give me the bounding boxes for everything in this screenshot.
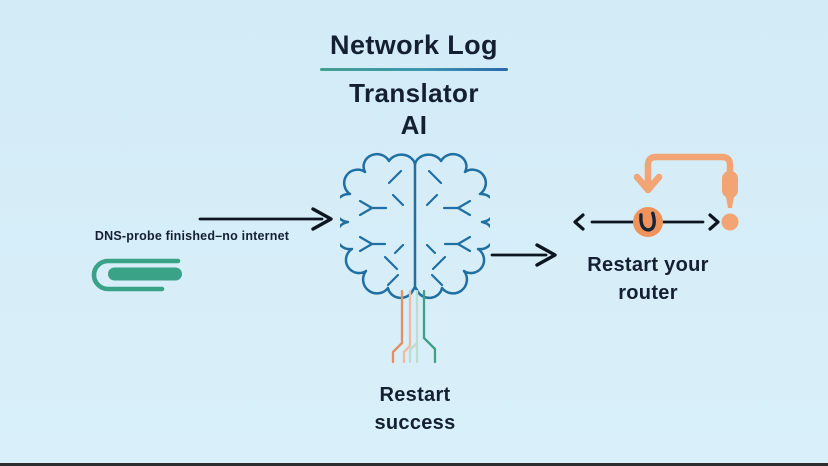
output-line-2: router (618, 282, 678, 304)
title-block: Network Log Translator AI (0, 28, 828, 141)
ai-result-line-2: success (374, 412, 456, 434)
power-toggle-icon (573, 207, 739, 237)
paperclip-icon (91, 258, 182, 292)
ai-result-line-1: Restart (379, 384, 451, 406)
title-line-1: Network Log (330, 30, 498, 60)
title-line-3: AI (400, 110, 428, 140)
network-log-text: DNS-probe finished–no internet (94, 229, 290, 243)
loop-arrowhead (633, 173, 663, 194)
bottom-edge-strip (0, 463, 828, 466)
ai-result-caption: Restart success (315, 381, 515, 437)
output-line-1: Restart your (587, 254, 709, 276)
brain-wires (391, 289, 437, 364)
brain-circuit-icon (340, 152, 490, 364)
exclamation-dot (721, 213, 739, 231)
brain-branches-right (425, 169, 472, 287)
output-caption: Restart your router (558, 251, 738, 307)
plug-icon (722, 171, 738, 198)
brain-branches-left (358, 169, 405, 287)
arrow-right-icon (490, 243, 557, 267)
title-line-2: Translator (349, 78, 479, 108)
arrow-right-icon (198, 207, 333, 231)
title-underline (320, 68, 508, 71)
restart-loop-icon (573, 153, 739, 237)
